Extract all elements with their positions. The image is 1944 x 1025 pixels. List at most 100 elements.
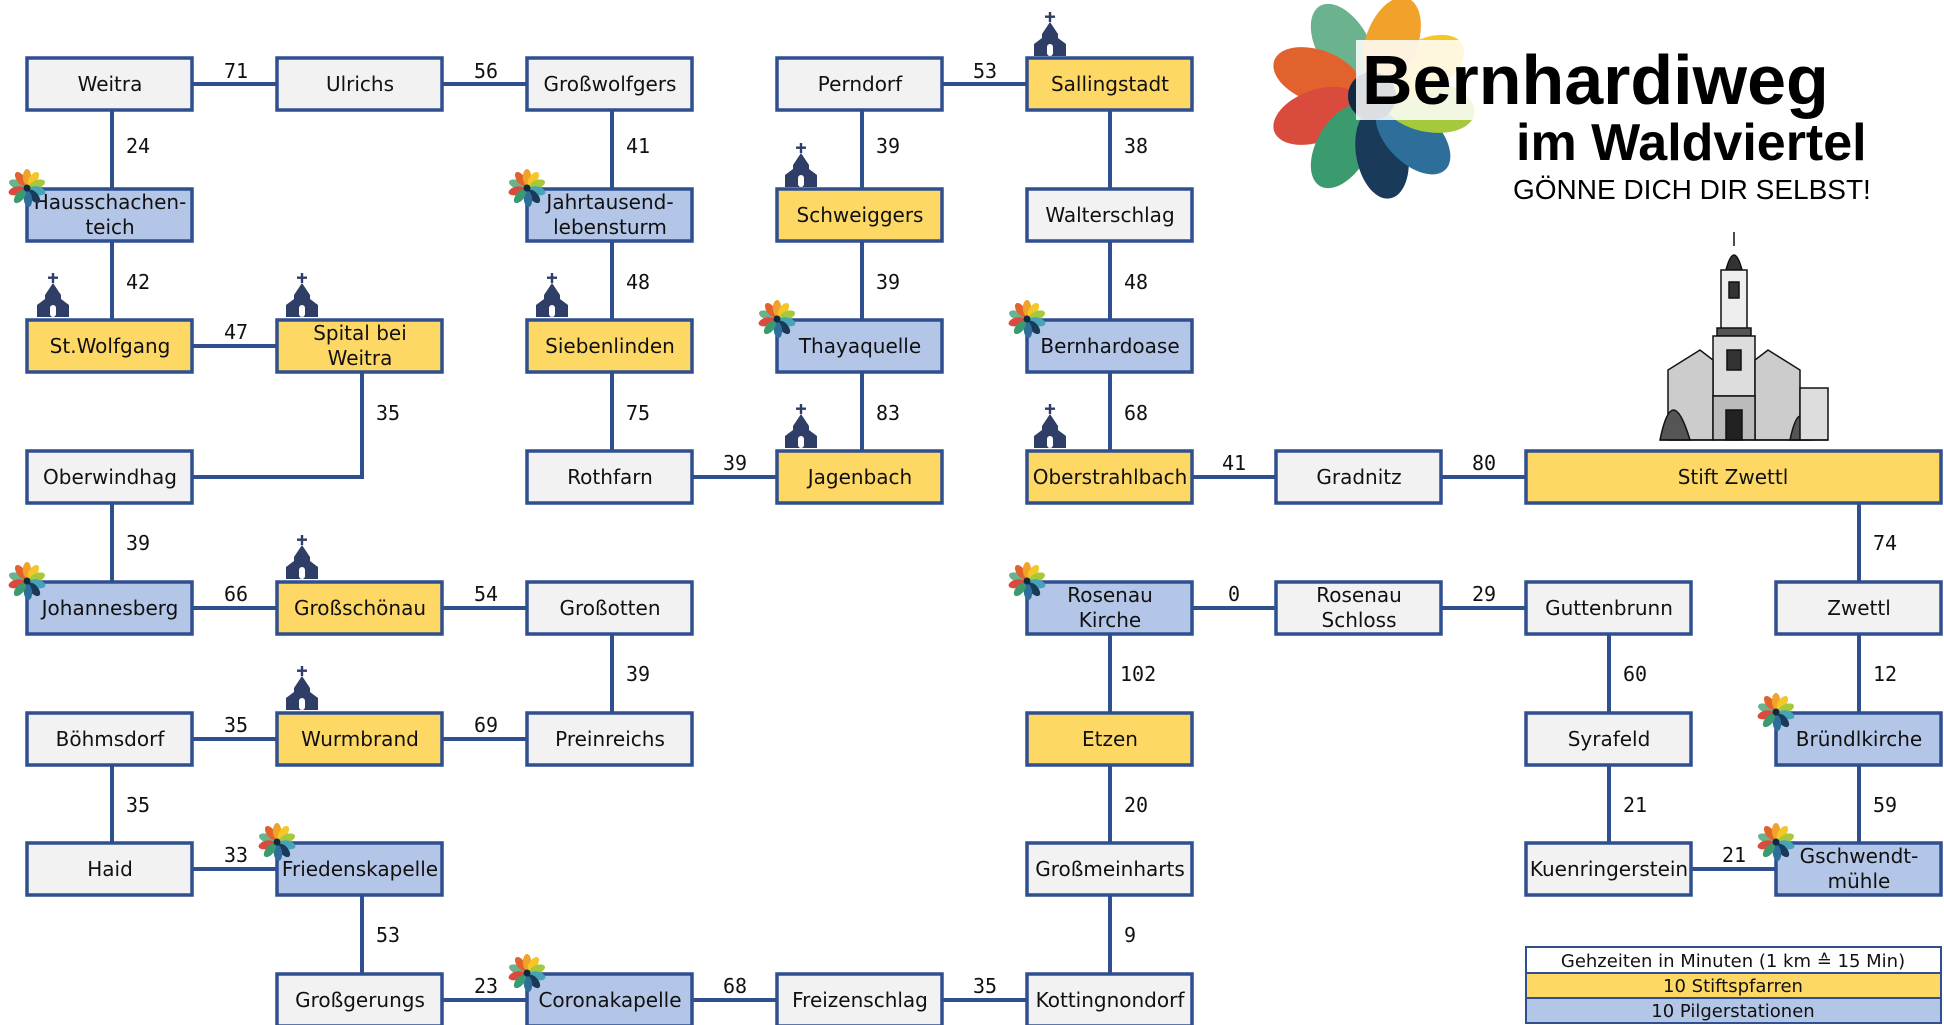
node-siebenlinden[interactable] — [525, 318, 694, 374]
edge-label: 83 — [876, 401, 900, 425]
node-gschwendtmuehle[interactable] — [1774, 841, 1943, 897]
church-icon — [536, 273, 568, 317]
legend-stiftspfarren-row — [1525, 972, 1942, 999]
node-jagenbach[interactable] — [775, 449, 944, 505]
node-label: Preinreichs — [555, 727, 665, 751]
edge-label: 38 — [1124, 134, 1148, 158]
node-sallingstadt[interactable] — [1025, 56, 1194, 112]
node-oberwindhag[interactable] — [25, 449, 194, 505]
node-rosenau-schloss[interactable] — [1274, 580, 1443, 636]
legend-pilgerstationen-row — [1525, 997, 1942, 1024]
church-icon — [286, 273, 318, 317]
node-johannesberg[interactable] — [25, 580, 194, 636]
node-spital-bei-weitra[interactable] — [275, 318, 444, 374]
node-walterschlag[interactable] — [1025, 187, 1194, 243]
node-syrafeld[interactable] — [1524, 711, 1693, 767]
node-oberstrahlbach[interactable] — [1025, 449, 1194, 505]
node-haid[interactable] — [25, 841, 194, 897]
node-perndorf[interactable] — [775, 56, 944, 112]
church-icon — [1034, 12, 1066, 56]
node-weitra[interactable] — [25, 56, 194, 112]
logo-title: Bernhardiweg — [1362, 41, 1829, 119]
node-label: Coronakapelle — [538, 988, 681, 1012]
node-guttenbrunn[interactable] — [1524, 580, 1693, 636]
node-label: Weitra — [78, 72, 143, 96]
edge-label: 75 — [626, 401, 650, 425]
node-wurmbrand[interactable] — [275, 711, 444, 767]
edge-label: 48 — [626, 270, 650, 294]
node-label: Spital bei — [313, 321, 407, 345]
node-grossotten[interactable] — [525, 580, 694, 636]
node-rothfarn[interactable] — [525, 449, 694, 505]
node-grossschoenau[interactable] — [275, 580, 444, 636]
edge-label: 35 — [973, 974, 997, 998]
edge-label: 60 — [1623, 662, 1647, 686]
edge-label: 80 — [1472, 451, 1496, 475]
node-st-wolfgang[interactable] — [25, 318, 194, 374]
node-label: Böhmsdorf — [56, 727, 166, 751]
node-zwettl[interactable] — [1774, 580, 1943, 636]
node-label: Walterschlag — [1045, 203, 1174, 227]
node-preinreichs[interactable] — [525, 711, 694, 767]
edge-label: 47 — [224, 320, 248, 344]
node-label: Großwolfgers — [544, 72, 677, 96]
edge-label: 0 — [1228, 582, 1240, 606]
connector-lines — [110, 82, 1861, 1002]
edge-label: 20 — [1124, 793, 1148, 817]
node-grosswolfgers[interactable] — [525, 56, 694, 112]
stift-zwettl-church-icon — [1659, 232, 1829, 441]
church-icon — [1034, 404, 1066, 448]
edge-label: 53 — [973, 59, 997, 83]
node-hausschachenteich[interactable] — [25, 187, 194, 243]
node-label: Großschönau — [294, 596, 426, 620]
node-schweiggers[interactable] — [775, 187, 944, 243]
nodes — [25, 56, 1943, 1025]
node-label: Kirche — [1079, 608, 1141, 632]
node-thayaquelle[interactable] — [775, 318, 944, 374]
edge-label: 21 — [1623, 793, 1647, 817]
bernhardiweg-logo: Bernhardiweg im Waldviertel GÖNNE DICH D… — [1273, 0, 1944, 205]
node-label: Großgerungs — [295, 988, 425, 1012]
edge-label: 74 — [1873, 531, 1897, 555]
node-label: Thayaquelle — [798, 334, 921, 358]
node-grossmeinharts[interactable] — [1025, 841, 1194, 897]
edge-label: 48 — [1124, 270, 1148, 294]
edge-label: 102 — [1120, 662, 1156, 686]
church-icon — [286, 535, 318, 579]
node-freizenschlag[interactable] — [775, 972, 944, 1025]
node-grossgerungs[interactable] — [275, 972, 444, 1025]
node-etzen[interactable] — [1025, 711, 1194, 767]
node-label: Syrafeld — [1568, 727, 1651, 751]
node-label: Rosenau — [1316, 583, 1402, 607]
node-label: Weitra — [328, 346, 393, 370]
node-gradnitz[interactable] — [1274, 449, 1443, 505]
node-kuenringerstein[interactable] — [1524, 841, 1693, 897]
edge-label: 42 — [126, 270, 150, 294]
node-jahrtausendlebensturm[interactable] — [525, 187, 694, 243]
legend-stiftspfarren-label: 10 Stiftspfarren — [1663, 976, 1803, 997]
church-icon — [785, 143, 817, 187]
node-bernhardoase[interactable] — [1025, 318, 1194, 374]
node-label: Sallingstadt — [1051, 72, 1169, 96]
logo-slogan: GÖNNE DICH DIR SELBST! — [1513, 174, 1871, 205]
edge-label: 35 — [224, 713, 248, 737]
node-coronakapelle[interactable] — [525, 972, 694, 1025]
node-friedenskapelle[interactable] — [275, 841, 444, 897]
edge-label: 68 — [723, 974, 747, 998]
node-rosenau-kirche[interactable] — [1025, 580, 1194, 636]
node-label: Bründlkirche — [1796, 727, 1922, 751]
legend-pilgerstationen-label: 10 Pilgerstationen — [1651, 1001, 1814, 1022]
edge-label: 41 — [626, 134, 650, 158]
node-boehmsdorf[interactable] — [25, 711, 194, 767]
node-stift-zwettl[interactable] — [1524, 449, 1943, 505]
edge-label: 21 — [1722, 843, 1746, 867]
node-label: Rothfarn — [567, 465, 653, 489]
church-icon — [286, 666, 318, 710]
edge-label: 53 — [376, 923, 400, 947]
node-label: Jagenbach — [806, 465, 912, 489]
edge-label: 54 — [474, 582, 498, 606]
node-kottingnondorf[interactable] — [1025, 972, 1194, 1025]
node-ulrichs[interactable] — [275, 56, 444, 112]
node-label: Etzen — [1082, 727, 1138, 751]
node-bruendlkirche[interactable] — [1774, 711, 1943, 767]
